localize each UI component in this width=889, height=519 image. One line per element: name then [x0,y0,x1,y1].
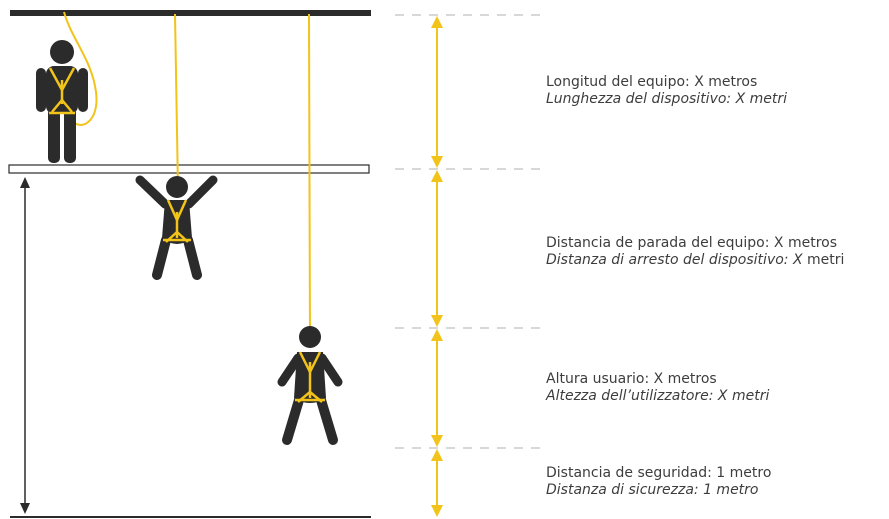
lanyard-rope-falling [308,13,311,347]
arrowhead-up-icon [431,170,443,182]
arrowhead-down-icon [431,505,443,517]
label-it: Lunghezza del dispositivo: X metri [546,91,788,107]
arrowhead-up-icon [431,16,443,28]
label-it: Distanza di sicurezza: 1 metro [546,482,759,498]
label-equipment-length: Longitud del equipo: X metros Lunghezza … [546,74,787,108]
stopping-distance-arrow [431,170,443,327]
suspended-harness-icon [163,199,191,243]
label-it-suffix: metri [802,252,845,268]
label-es: Distancia de parada del equipo: X metros [546,235,837,251]
safety-distance-arrow [431,449,443,517]
standing-worker-icon [36,40,88,163]
user-height-arrow [431,329,443,447]
label-it-italic: Distanza di arresto del dispositivo: X [546,252,803,268]
equipment-length-arrow [431,16,443,168]
label-stopping-distance: Distancia de parada del equipo: X metros… [546,235,844,269]
arrowhead-down-icon [431,315,443,327]
arrowhead-down-icon [431,435,443,447]
label-it: Distanza di arresto del dispositivo: X m… [546,252,844,269]
label-es: Distancia de seguridad: 1 metro [546,465,772,481]
lanyard-rope-suspended [174,13,179,191]
falling-harness-icon [295,351,325,403]
work-platform [8,164,370,174]
label-safety-distance: Distancia de seguridad: 1 metro Distanza… [546,465,771,499]
reference-dashes [395,14,548,449]
label-es: Longitud del equipo: X metros [546,74,758,90]
dimension-arrows [431,16,443,517]
label-user-height: Altura usuario: X metros Altezza dell’ut… [546,371,769,405]
falling-worker-icon [277,326,343,445]
arrowhead-up-icon [431,449,443,461]
arrowhead-down-icon [431,156,443,168]
label-it: Altezza dell’utilizzatore: X metri [546,388,770,404]
arrowhead-up-icon [431,329,443,341]
label-es: Altura usuario: X metros [546,371,717,387]
anchor-beam [10,10,371,16]
total-clearance-arrow [20,177,30,514]
harness-icon [48,67,76,115]
